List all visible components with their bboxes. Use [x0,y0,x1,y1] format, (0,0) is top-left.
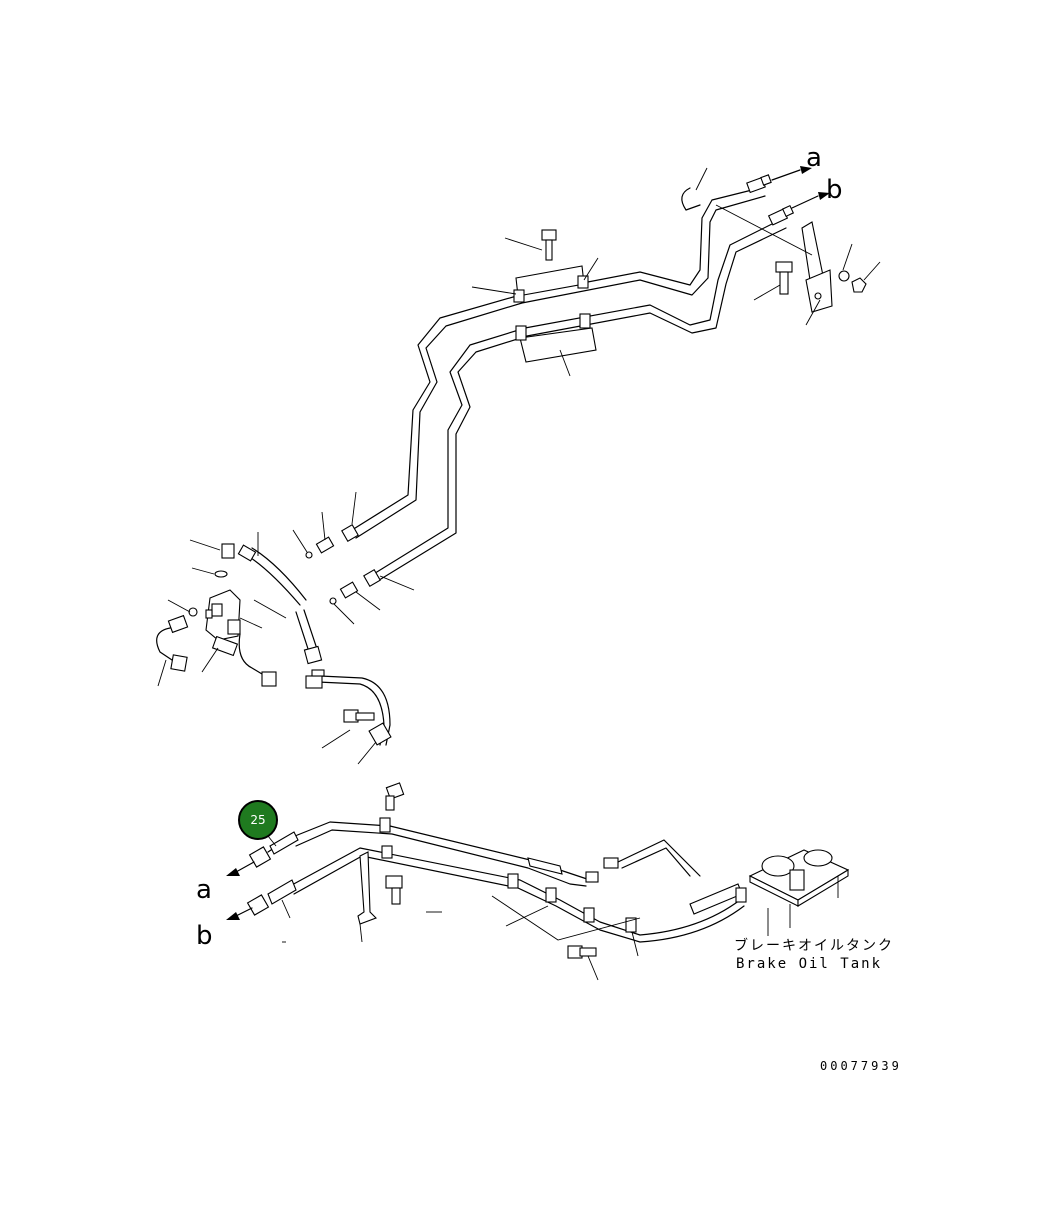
valve-group [156,491,415,765]
connector-letter-a-upper: a [806,143,822,173]
pipe-bracket-lower [357,782,405,925]
pipe-end-fitting-a [746,174,772,194]
bolt-top [541,229,557,261]
leader-lines-lower [281,899,639,981]
lower-pipe-assembly: a b [196,782,894,981]
connector-letter-b-upper: b [826,175,843,205]
pipe-clamps-lower [491,873,641,941]
brake-tube-upper-a-inner [355,195,766,539]
bolt-mid [343,709,375,723]
brake-tube-lower-a [289,821,591,881]
leader-lines-upper [471,167,881,377]
upper-pipe-assembly: a b [351,143,881,583]
mounting-bracket-right [775,221,867,313]
brake-tube-lower-b [289,847,741,936]
hose-lower-a [248,831,299,868]
connector-letter-a-lower: a [196,875,212,905]
brake-tube-upper-b-inner [375,227,787,583]
bolt-lower [567,945,597,959]
connector-letter-b-lower: b [196,921,213,951]
pressure-sensor-left [156,607,198,672]
union-fitting-upper [305,524,359,559]
pipe-end-fitting-b [767,204,795,226]
brake-oil-tank [748,849,850,907]
union-fitting-lower [329,569,381,605]
brake-oil-tank-label-en: Brake Oil Tank [736,956,882,972]
brake-valve-body [205,589,241,641]
hose-lower-b [246,879,297,916]
document-id: 00077939 [820,1059,902,1073]
leader-lines-mid [157,491,415,765]
clamp-plate-lower [519,327,597,363]
brake-oil-tank-label-ja: ブレーキオイルタンク [734,937,894,954]
clamp-plate-upper [515,265,585,297]
callout-badge[interactable]: 25 [238,800,278,847]
pipe-end-loop [681,187,701,211]
pressure-sensor-right [211,633,277,687]
callout-number: 25 [250,813,265,827]
